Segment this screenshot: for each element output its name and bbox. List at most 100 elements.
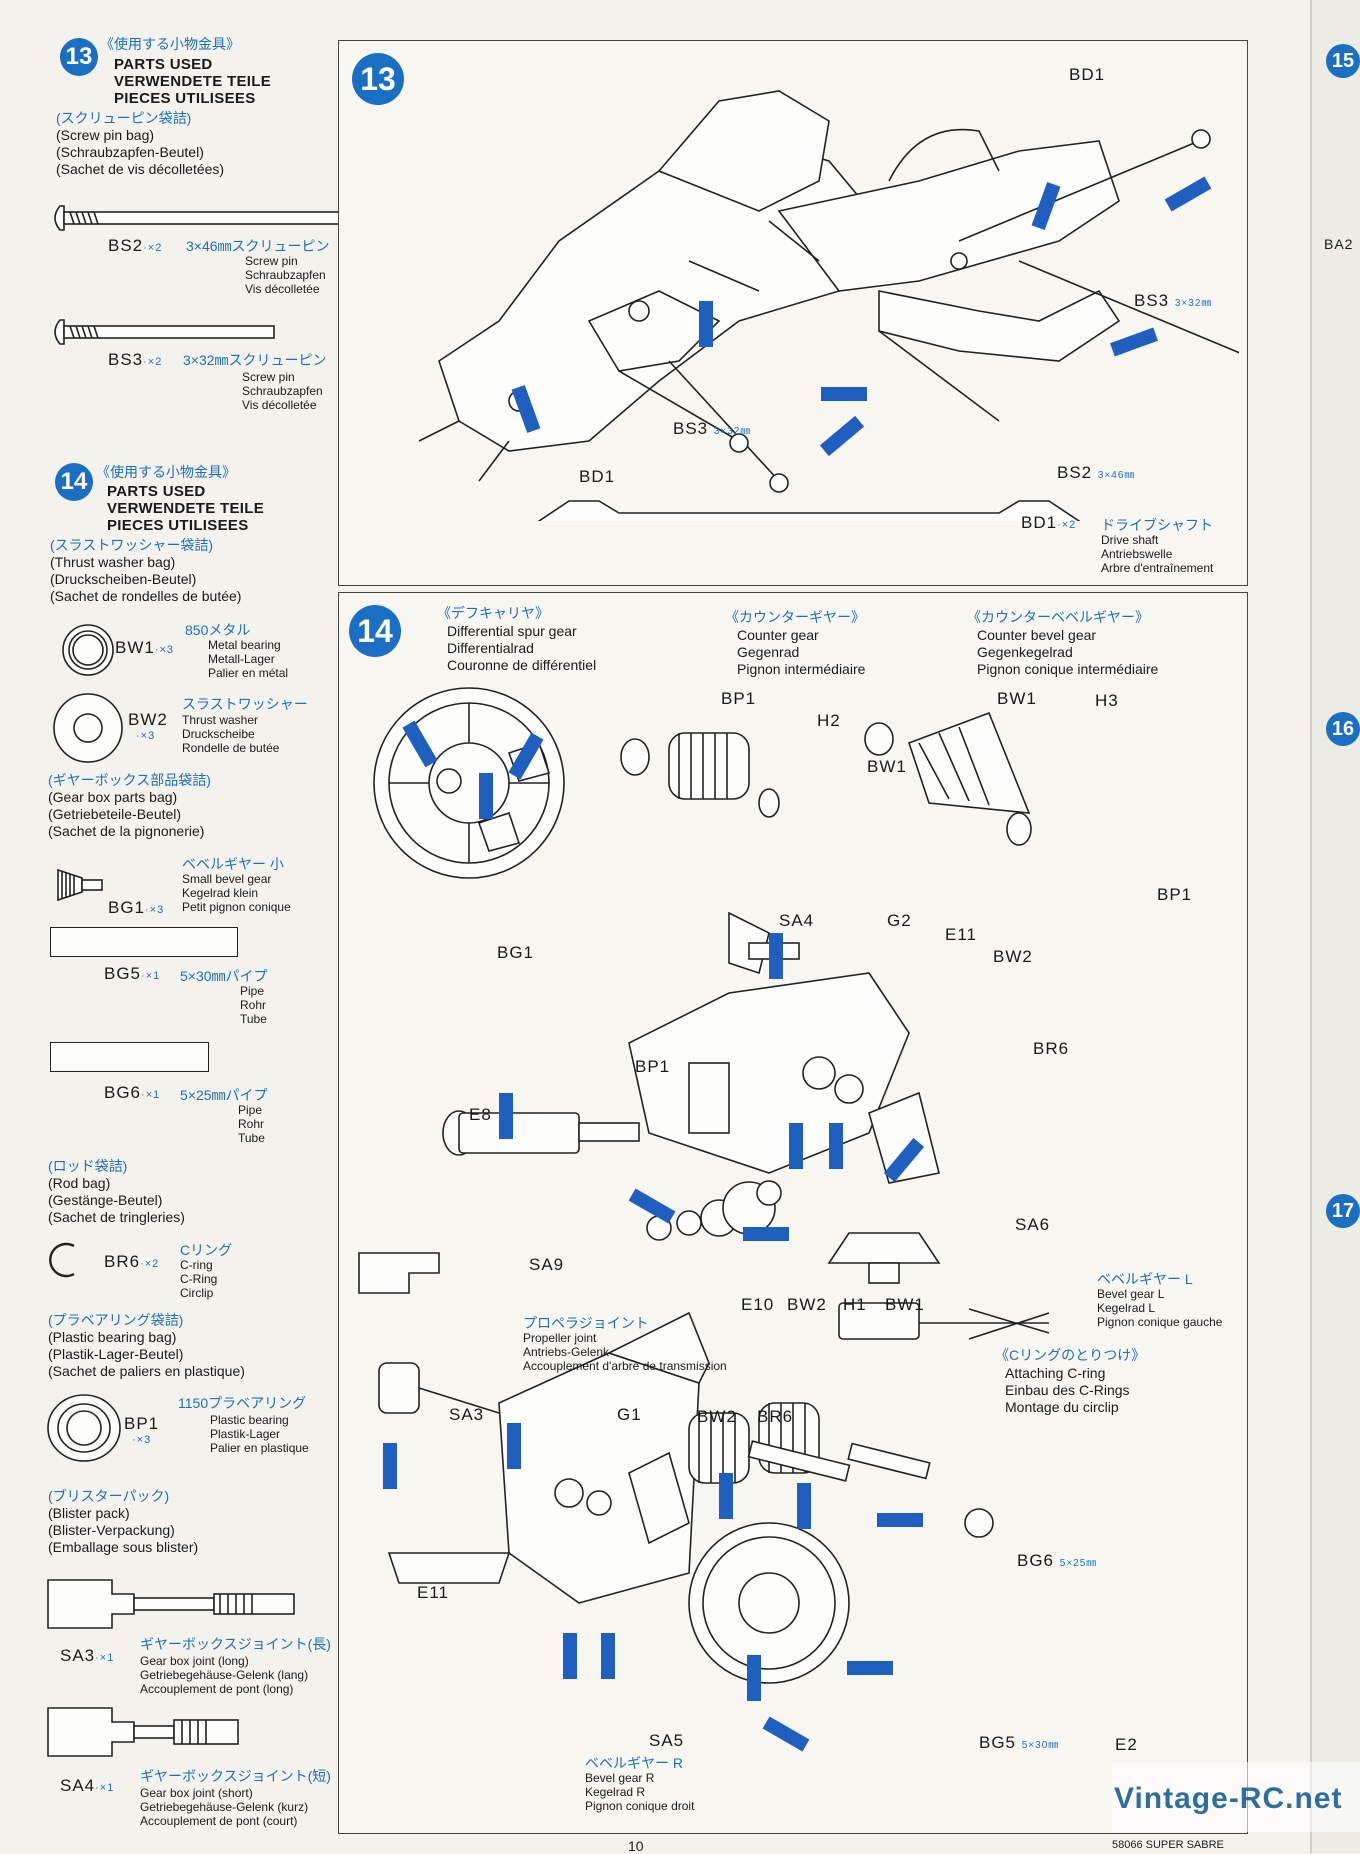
label-bd1-left: BD1: [579, 467, 616, 486]
bp1-jp: 1150プラベアリング: [178, 1395, 307, 1411]
arrow-marker: [821, 387, 867, 401]
diff-carrier-jp: 《デフキャリヤ》: [437, 605, 549, 621]
bg5-code: BG5·×1: [104, 964, 161, 983]
thrust-washer-bag-label: (スラストワッシャー袋詰) (Thrust washer bag) (Druck…: [50, 537, 242, 604]
step-14-number: 14: [55, 463, 93, 501]
bw2-code: BW2·×3: [128, 710, 168, 742]
parts-used-title-14: PARTS USED VERWENDETE TEILE PIECES UTILI…: [107, 483, 265, 534]
parts-used-title: PARTS USED VERWENDETE TEILE PIECES UTILI…: [114, 56, 272, 107]
step-13-panel-number: 13: [352, 53, 404, 105]
label-bp1: BP1: [635, 1057, 671, 1076]
metal-bearing-bw1-drawing: [62, 624, 114, 676]
drive-shaft-jp: ドライブシャフト: [1101, 517, 1213, 533]
label-bw1: BW1: [885, 1295, 925, 1314]
thrust-washer-bw2-drawing: [53, 693, 123, 763]
label-e8: E8: [469, 1105, 492, 1124]
label-br6: BR6: [1033, 1039, 1070, 1058]
sa4-desc: Gear box joint (short)Getriebegehäuse-Ge…: [140, 1786, 309, 1828]
bg1-code: BG1·×3: [108, 898, 165, 917]
arrow-marker: [743, 1227, 789, 1241]
label-bw2: BW2: [697, 1407, 737, 1426]
screw-pin-bs3-drawing: [54, 319, 275, 345]
label-br6: BR6: [757, 1407, 794, 1426]
bg5-jp: 5×30㎜パイプ: [180, 968, 268, 984]
label-g1: G1: [617, 1405, 642, 1424]
watermark-text: Vintage-RC.net: [1114, 1782, 1343, 1815]
blister-pack-label: (ブリスターパック) (Blister pack) (Blister-Verpa…: [48, 1488, 199, 1555]
rod-bag-label: (ロッド袋詰) (Rod bag) (Gestänge-Beutel) (Sac…: [48, 1158, 185, 1225]
sa4-code: SA4·×1: [60, 1776, 115, 1795]
bevel-gear-r-jp: ベベルギヤー R: [585, 1755, 683, 1771]
label-e11: E11: [417, 1583, 449, 1602]
bg6-code: BG6·×1: [104, 1083, 161, 1102]
label-sa5: SA5: [649, 1731, 685, 1750]
model-name: 58066 SUPER SABRE: [1112, 1839, 1224, 1851]
arrow-marker: [479, 773, 493, 819]
step-17-number: 17: [1326, 1194, 1360, 1228]
arrow-marker: [797, 1483, 811, 1529]
step-13-panel: 13 BD1 BS3 3×32㎜ BS3 3×32㎜ BD1 BS2 3×46㎜…: [338, 40, 1248, 586]
arrow-marker: [383, 1443, 397, 1489]
label-bg6: BG6 5×25㎜: [1017, 1551, 1098, 1570]
label-bw1: BW1: [997, 689, 1037, 708]
sa4-jp: ギヤーボックスジョイント(短): [140, 1768, 331, 1784]
step-14-panel-number: 14: [349, 605, 401, 657]
c-ring-br6-drawing: [49, 1242, 75, 1278]
gearbox-assembly-drawing: [358, 687, 1050, 1684]
gearbox-parts-bag-label: (ギヤーボックス部品袋詰) (Gear box parts bag) (Getr…: [48, 772, 211, 839]
sa3-jp: ギヤーボックスジョイント(長): [140, 1636, 331, 1652]
bg1-jp: ベベルギヤー 小: [182, 856, 284, 872]
counter-gear-jp: 《カウンターギヤー》: [725, 609, 865, 625]
label-e11: E11: [945, 925, 977, 944]
parts-used-jp: 《使用する小物金具》: [100, 36, 240, 52]
rear-suspension-assembly-drawing: [418, 90, 1239, 521]
drive-shaft-code: BD1·×2: [1021, 513, 1077, 532]
label-bw2: BW2: [787, 1295, 827, 1314]
ba2-code: BA2: [1324, 236, 1354, 252]
br6-jp: Cリング: [180, 1242, 233, 1258]
arrow-marker: [719, 1473, 733, 1519]
parts-used-jp-14: 《使用する小物金具》: [96, 464, 236, 480]
step-13-number: 13: [60, 38, 98, 76]
label-h3: H3: [1095, 691, 1119, 710]
arrow-marker: [747, 1655, 761, 1701]
arrow-marker: [877, 1513, 923, 1527]
br6-code: BR6·×2: [104, 1252, 160, 1271]
label-bw1: BW1: [867, 757, 907, 776]
arrow-marker: [563, 1633, 577, 1679]
label-sa3: SA3: [449, 1405, 485, 1424]
label-bp1: BP1: [721, 689, 757, 708]
label-g2: G2: [887, 911, 912, 930]
label-sa6: SA6: [1015, 1215, 1051, 1234]
arrow-marker: [699, 301, 713, 347]
propeller-joint-jp: プロペラジョイント: [523, 1315, 649, 1331]
label-sa4: SA4: [779, 911, 815, 930]
label-bs3-center: BS3 3×32㎜: [673, 419, 752, 438]
label-bg1: BG1: [497, 943, 535, 962]
attaching-c-ring-jp: 《Cリングのとりつけ》: [995, 1347, 1146, 1363]
label-bs2: BS2 3×46㎜: [1057, 463, 1136, 482]
bw2-jp: スラストワッシャー: [182, 696, 308, 712]
label-bs3-right: BS3 3×32㎜: [1134, 291, 1213, 310]
small-bevel-gear-bg1-drawing: [57, 868, 103, 902]
bp1-code: BP1·×3: [124, 1414, 160, 1446]
label-h2: H2: [817, 711, 841, 730]
label-e10: E10: [741, 1295, 775, 1314]
step-15-number: 15: [1326, 44, 1360, 78]
label-bd1-top: BD1: [1069, 65, 1106, 84]
